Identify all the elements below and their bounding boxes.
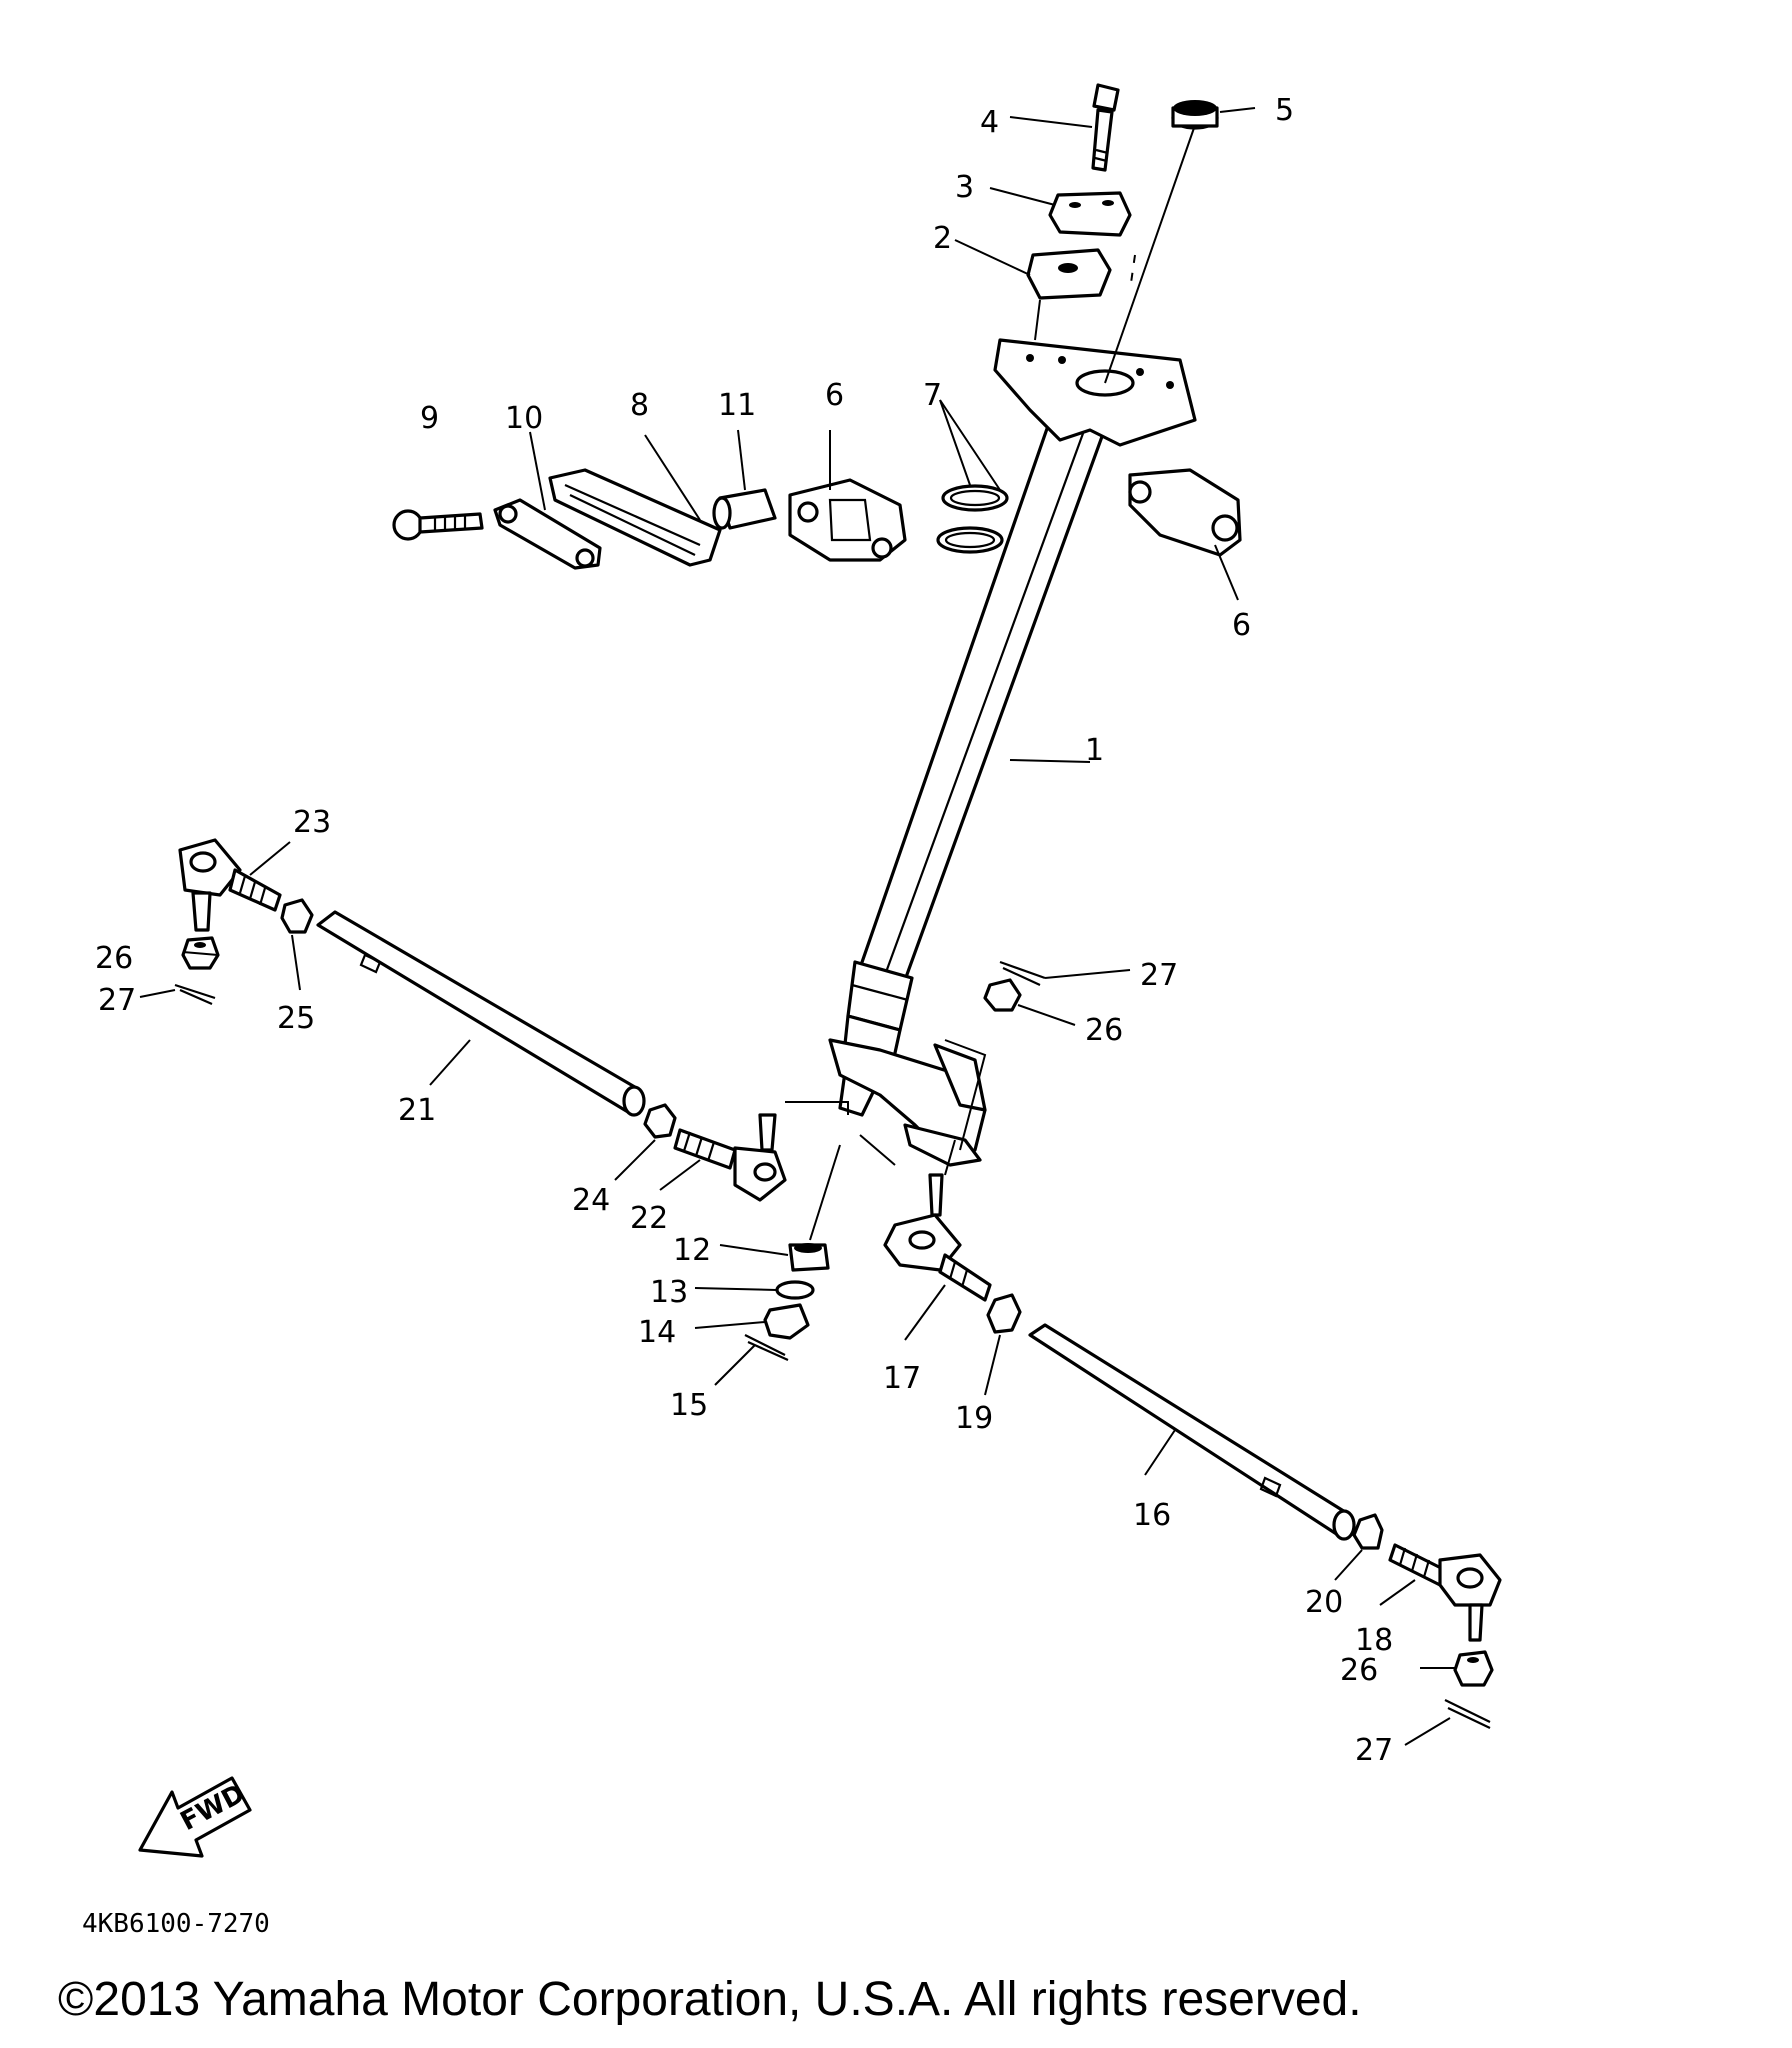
callout-23: 23: [293, 805, 331, 840]
callout-7: 7: [923, 378, 942, 413]
part-27-pin-right: [1444, 1699, 1491, 1729]
callout-3: 3: [955, 170, 974, 205]
callout-10: 10: [505, 401, 543, 436]
callout-27-center: 27: [1140, 958, 1178, 993]
part-7-rings: [936, 484, 1009, 554]
part-27-pin-left: [174, 983, 216, 1006]
part-4-bolt: [1091, 83, 1120, 172]
part-13-washer: [775, 1280, 815, 1300]
copyright-notice: ©2013 Yamaha Motor Corporation, U.S.A. A…: [58, 1973, 1362, 2026]
part-6-bushing-left: [788, 478, 907, 562]
callout-22: 22: [630, 1201, 668, 1236]
fwd-arrow-icon: FWD: [138, 1776, 252, 1858]
part-8-plate: [548, 468, 722, 567]
callout-21: 21: [398, 1093, 436, 1128]
callout-15: 15: [670, 1388, 708, 1423]
part-26-nut-right: [1453, 1650, 1494, 1687]
callout-26-left: 26: [95, 941, 133, 976]
part-11-collar: [712, 488, 777, 530]
callout-1: 1: [1085, 733, 1104, 768]
pitman-arm: [828, 1038, 987, 1167]
part-27-pin-center: [999, 960, 1046, 986]
callout-8: 8: [630, 388, 649, 423]
upper-bracket: [993, 338, 1197, 447]
part-23-rod-end-left: [178, 838, 282, 932]
callout-24: 24: [572, 1183, 610, 1218]
part-9-bolt: [392, 509, 484, 541]
callout-18: 18: [1355, 1623, 1393, 1658]
part-10-lock-washer: [493, 498, 602, 570]
callout-14: 14: [638, 1315, 676, 1350]
part-20-nut: [1352, 1513, 1384, 1550]
part-21-tie-rod-left: [316, 910, 646, 1117]
callout-26-center: 26: [1085, 1013, 1123, 1048]
part-22-rod-end-center-left: [673, 1113, 787, 1202]
part-17-rod-end-center-right: [883, 1173, 992, 1302]
part-3-holder-upper: [1048, 191, 1132, 237]
callout-9: 9: [420, 401, 439, 436]
part-25-nut: [280, 898, 314, 934]
part-18-rod-end-right: [1388, 1543, 1502, 1642]
part-5-cap: [1171, 100, 1219, 130]
callout-27-left: 27: [98, 983, 136, 1018]
part-code: 4KB6100-7270: [82, 1909, 270, 1939]
part-26-nut-center: [983, 978, 1022, 1012]
part-2-holder-lower: [1026, 248, 1112, 300]
callout-11: 11: [718, 388, 756, 423]
part-12-washer: [788, 1243, 830, 1272]
callout-20: 20: [1305, 1585, 1343, 1620]
part-16-tie-rod-right: [1028, 1323, 1356, 1541]
callout-25: 25: [277, 1001, 315, 1036]
callout-19: 19: [955, 1401, 993, 1436]
callout-5: 5: [1275, 93, 1294, 128]
callout-17: 17: [883, 1361, 921, 1396]
callout-4: 4: [980, 105, 999, 140]
callout-2: 2: [933, 221, 952, 256]
part-19-nut: [986, 1293, 1022, 1334]
part-14-nut: [763, 1303, 810, 1340]
callout-13: 13: [650, 1275, 688, 1310]
callout-6-right: 6: [1232, 608, 1251, 643]
callout-12: 12: [673, 1233, 711, 1268]
callout-26-right: 26: [1340, 1653, 1378, 1688]
callout-16: 16: [1133, 1498, 1171, 1533]
part-6-bushing-right: [1128, 468, 1242, 557]
part-24-nut: [643, 1103, 677, 1139]
callout-6-left: 6: [825, 378, 844, 413]
callout-27-right: 27: [1355, 1733, 1393, 1768]
